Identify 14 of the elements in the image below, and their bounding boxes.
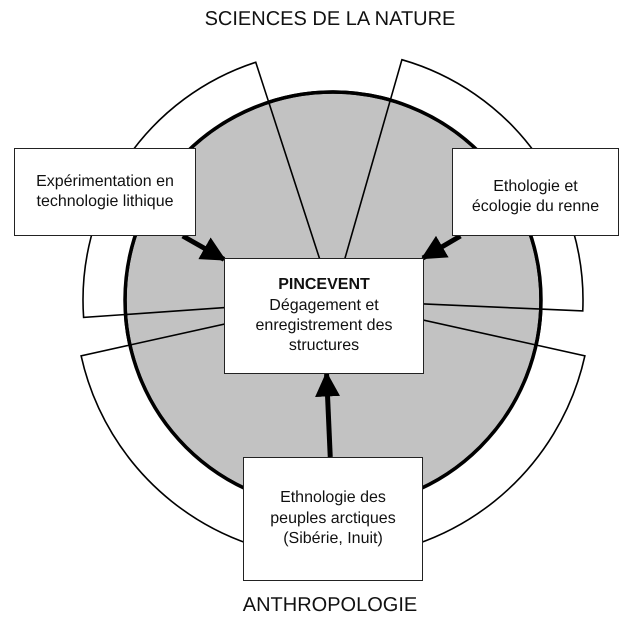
arrow bbox=[315, 372, 340, 458]
box-text: Ethologie et écologie du renne bbox=[470, 176, 600, 217]
box-heading: PINCEVENT bbox=[278, 275, 370, 296]
discipline-box bbox=[14, 148, 196, 236]
section-heading: SCIENCES DE LA NATURE bbox=[204, 8, 456, 31]
discipline-box bbox=[452, 148, 619, 236]
arrow bbox=[181, 234, 226, 262]
central-box bbox=[224, 258, 424, 374]
section-heading: ANTHROPOLOGIE bbox=[242, 594, 418, 617]
box-text: Dégagement et enregistrement des structures bbox=[254, 296, 394, 356]
discipline-box bbox=[243, 457, 423, 581]
box-text: Ethnologie des peuples arctiques (Sibérie, Inuit) bbox=[269, 488, 397, 550]
box-text: Expérimentation en technologie lithique bbox=[35, 172, 175, 212]
arrow bbox=[420, 234, 462, 260]
